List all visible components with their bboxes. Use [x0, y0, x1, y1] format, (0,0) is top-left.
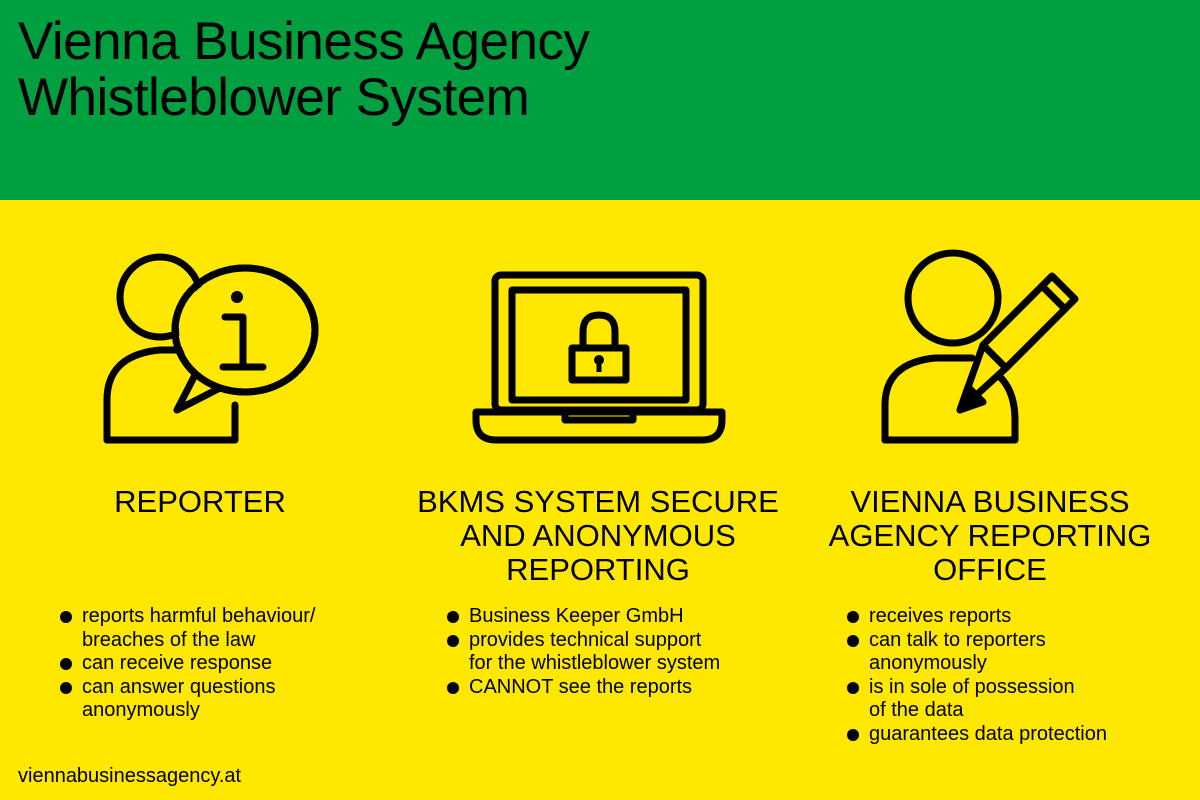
list-item: is in sole of possession of the data: [847, 676, 1177, 723]
list-item-line: CANNOT see the reports: [469, 675, 693, 698]
heading-line: AND ANONYMOUS: [460, 518, 736, 553]
list-item: guarantees data protection: [847, 723, 1177, 747]
list-item: can answer questions anonymously: [60, 676, 380, 723]
reporting-office-heading: VIENNA BUSINESS AGENCY REPORTING OFFICE: [810, 485, 1170, 587]
list-item-line: can receive response: [82, 652, 273, 674]
reporting-office-list: receives reports can talk to reporters a…: [847, 605, 1177, 746]
list-item-line: provides technical support: [469, 628, 702, 651]
list-item-line: Business Keeper GmbH: [469, 605, 684, 627]
page-title-line-2: Whistleblower System: [18, 68, 530, 127]
reporter-list: reports harmful behaviour/ breaches of t…: [60, 605, 380, 723]
list-item: reports harmful behaviour/ breaches of t…: [60, 605, 380, 652]
list-item-line: anonymously: [82, 699, 200, 721]
person-info-speech-bubble-icon: [103, 253, 319, 444]
page-title: Vienna Business Agency Whistleblower Sys…: [18, 12, 590, 127]
heading-line: REPORTER: [114, 484, 286, 519]
list-item-line: reports harmful behaviour/: [82, 605, 316, 627]
list-item: Business Keeper GmbH: [447, 605, 787, 629]
footer-url: viennabusinessagency.at: [18, 765, 242, 787]
list-item: can talk to reporters anonymously: [847, 629, 1177, 676]
list-item-line: anonymously: [869, 652, 987, 674]
heading-line: AGENCY REPORTING: [828, 518, 1152, 553]
laptop-padlock-icon: [472, 271, 726, 444]
list-item-line: breaches of the law: [82, 628, 256, 651]
person-pencil-icon: [881, 249, 1079, 444]
heading-line: VIENNA BUSINESS: [850, 484, 1130, 519]
list-item-line: guarantees data protection: [869, 722, 1107, 745]
reporter-heading: REPORTER: [40, 485, 360, 519]
list-item: receives reports: [847, 605, 1177, 629]
heading-line: REPORTING: [506, 552, 690, 587]
list-item-line: receives reports: [869, 605, 1012, 627]
bkms-system-list: Business Keeper GmbH provides technical …: [447, 605, 787, 699]
list-item: can receive response: [60, 652, 380, 676]
list-item: CANNOT see the reports: [447, 676, 787, 700]
list-item-line: can answer questions: [82, 675, 276, 698]
heading-line: OFFICE: [933, 552, 1047, 587]
list-item-line: for the whistleblower system: [469, 652, 721, 674]
bkms-system-heading: BKMS SYSTEM SECURE AND ANONYMOUS REPORTI…: [400, 485, 796, 587]
list-item-line: of the data: [869, 699, 964, 721]
list-item-line: can talk to reporters: [869, 628, 1046, 651]
header-banner: Vienna Business Agency Whistleblower Sys…: [0, 0, 1200, 200]
heading-line: BKMS SYSTEM SECURE: [417, 484, 779, 519]
list-item-line: is in sole of possession: [869, 675, 1075, 698]
page-title-line-1: Vienna Business Agency: [18, 12, 590, 71]
list-item: provides technical support for the whist…: [447, 629, 787, 676]
